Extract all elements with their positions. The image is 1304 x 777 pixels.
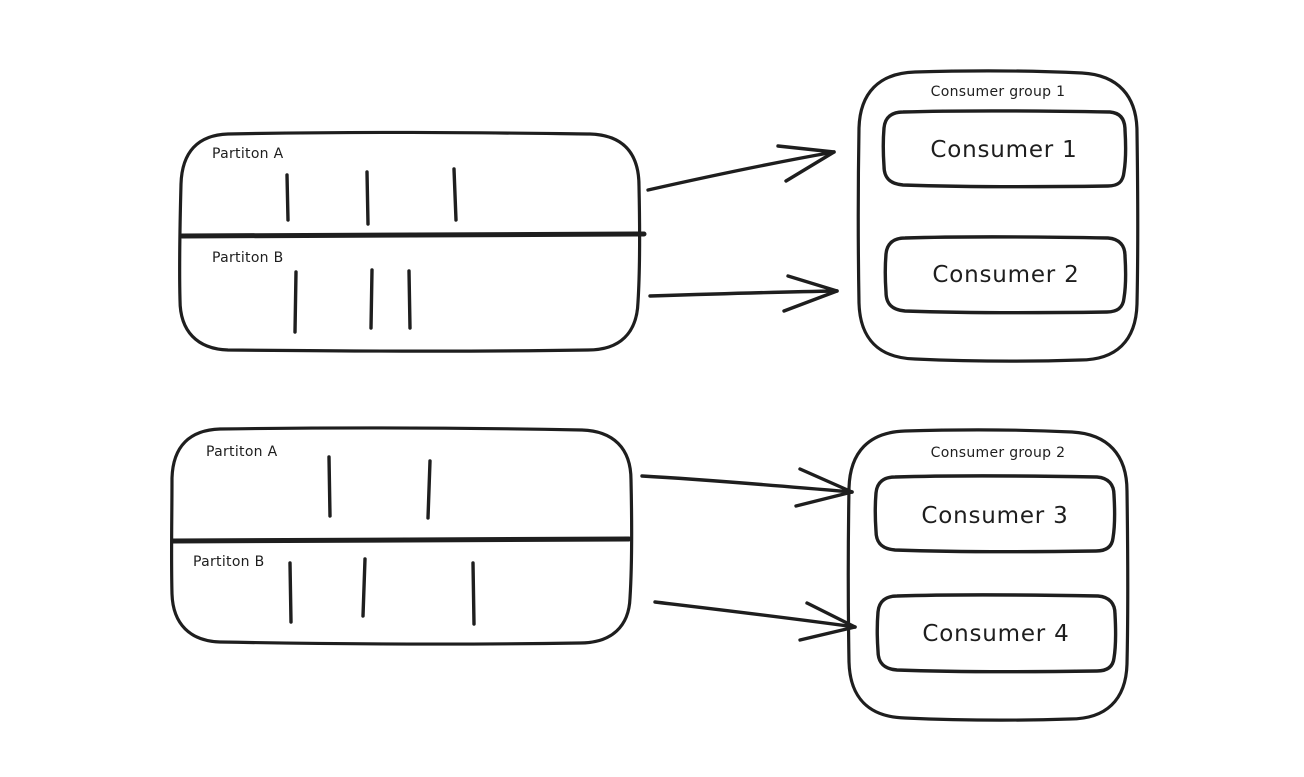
topic-box-2 — [169, 426, 634, 646]
consumer-group-1-outline — [856, 69, 1140, 363]
consumer-group-2-label: Consumer group 2 — [931, 445, 1066, 461]
arrow-partition-a-to-consumer-3 — [640, 467, 854, 508]
consumer-3-label: Consumer 3 — [921, 503, 1068, 529]
partition-a-label: Partiton A — [206, 444, 278, 460]
partition-b-label: Partiton B — [193, 554, 265, 570]
consumer-group-2 — [846, 428, 1130, 722]
message-mark — [426, 459, 432, 520]
message-mark — [365, 170, 370, 226]
arrow-partition-b-to-consumer-4 — [653, 600, 857, 642]
consumer-group-1 — [856, 69, 1140, 363]
arrow-partition-a-to-consumer-1 — [646, 144, 836, 192]
consumer-1-label: Consumer 1 — [930, 137, 1077, 163]
topic-box-2-outline — [169, 426, 634, 646]
message-mark — [471, 561, 476, 626]
message-mark — [285, 173, 290, 222]
consumer-box-1 — [881, 109, 1128, 189]
message-mark — [361, 557, 367, 618]
consumer-group-2-outline — [846, 428, 1130, 722]
partition-divider-2 — [170, 536, 632, 544]
consumer-box-3 — [873, 474, 1117, 554]
consumer-2-label: Consumer 2 — [932, 262, 1079, 288]
message-mark — [369, 268, 374, 330]
partition-divider-1 — [179, 231, 647, 239]
partition-a-label: Partiton A — [212, 146, 284, 162]
consumer-box-2 — [883, 235, 1128, 315]
topic-box-1-outline — [177, 130, 642, 353]
message-mark — [293, 270, 298, 334]
message-mark — [407, 269, 412, 330]
consumer-box-4 — [875, 593, 1118, 674]
arrow-partition-b-to-consumer-2 — [648, 274, 839, 313]
consumer-4-label: Consumer 4 — [922, 621, 1069, 647]
consumer-group-1-label: Consumer group 1 — [931, 84, 1066, 100]
partition-b-label: Partiton B — [212, 250, 284, 266]
topic-box-1 — [177, 130, 647, 353]
message-mark — [327, 455, 332, 518]
message-mark — [288, 561, 293, 624]
message-mark — [452, 167, 458, 222]
